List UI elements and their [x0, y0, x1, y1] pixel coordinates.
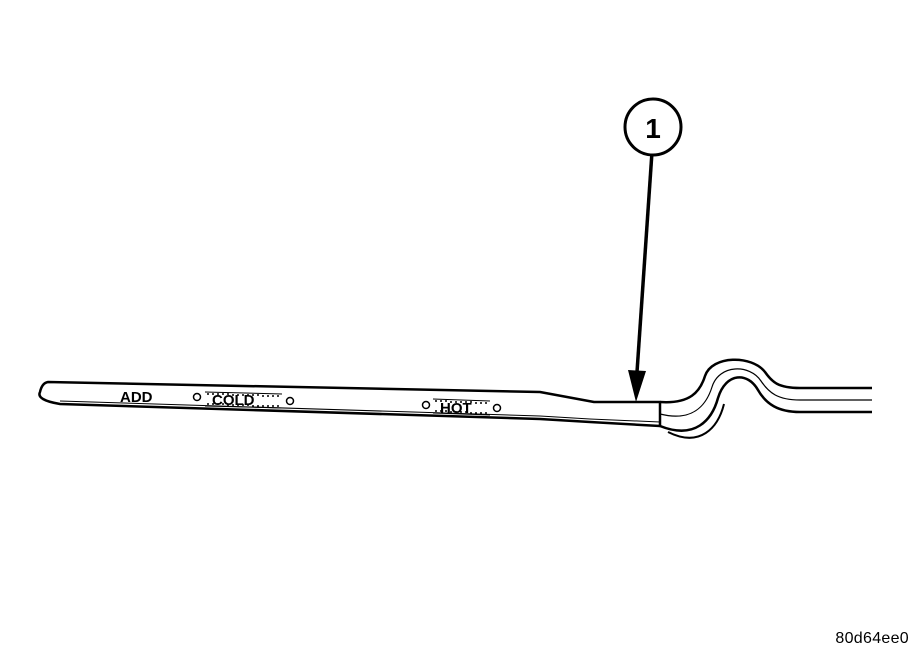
dipstick-wire-outer [659, 358, 872, 404]
hot-range-marking [421, 398, 502, 416]
cold-mark-label: COLD [212, 392, 255, 409]
callout-number: 1 [645, 113, 661, 144]
cold-range-marking [192, 391, 295, 409]
callout-arrowhead [628, 370, 646, 402]
hot-mark-label: HOT [440, 400, 472, 417]
callout-circle [623, 97, 683, 157]
dipstick-wire-inner [659, 376, 872, 432]
figure-code: 80d64ee0 [835, 630, 909, 647]
callout-leader-line [635, 151, 654, 373]
dipstick-blade-edge [59, 400, 661, 423]
dipstick-wire-return [667, 403, 725, 439]
dipstick-wire-center [659, 368, 872, 417]
add-mark-label: ADD [120, 389, 153, 406]
